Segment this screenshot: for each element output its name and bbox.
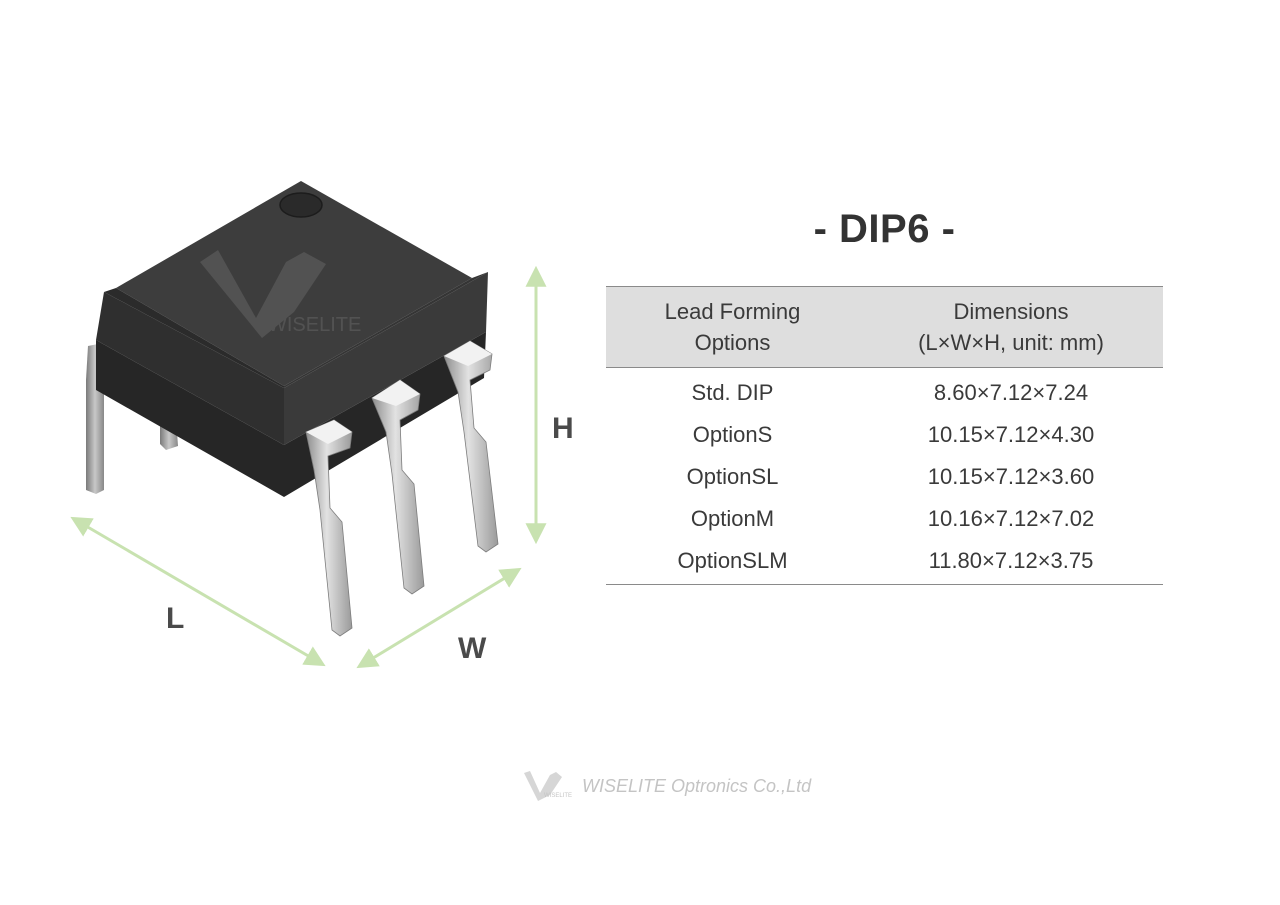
dimension-cell: 10.15×7.12×3.60	[927, 464, 1095, 489]
front-pin	[443, 340, 499, 553]
company-logo: WISELITE	[524, 771, 572, 801]
dimension-cell: 8.60×7.12×7.24	[933, 380, 1089, 405]
width-label: W	[458, 632, 487, 665]
header-lead-forming: Lead Forming Options	[606, 286, 859, 368]
dip6-package-drawing: WISELITE	[70, 181, 547, 669]
dimension-cell: 10.15×7.12×4.30	[927, 422, 1095, 447]
company-name: WISELITE Optronics Co.,Ltd	[582, 775, 812, 796]
width-arrow	[356, 567, 522, 669]
height-label: H	[552, 412, 574, 445]
pin1-indicator	[279, 192, 323, 218]
front-pin	[305, 419, 353, 637]
package-right-face	[284, 272, 488, 445]
table-row: Std. DIP 8.60×7.12×7.24	[606, 368, 1163, 415]
option-cell: OptionSLM	[606, 540, 859, 585]
package-left-face	[96, 292, 284, 445]
header-dimensions: Dimensions (L×W×H, unit: mm)	[859, 286, 1163, 368]
table-row: OptionSL 10.15×7.12×3.60	[606, 456, 1163, 498]
package-title: - DIP6 -	[813, 207, 956, 251]
option-cell: OptionSL	[686, 464, 779, 489]
watermark-logo: WISELITE	[200, 250, 361, 338]
option-cell: OptionS	[692, 422, 773, 447]
table-row: OptionSLM 11.80×7.12×3.75	[606, 540, 1163, 585]
component-illustration: WISELITE H L W	[0, 0, 620, 900]
option-cell: OptionM	[690, 506, 775, 531]
table-row: OptionM 10.16×7.12×7.02	[606, 498, 1163, 540]
length-arrow	[70, 516, 326, 667]
company-footer: WISELITE WISELITE Optronics Co.,Ltd	[520, 768, 811, 804]
table-header-row: Lead Forming Options Dimensions (L×W×H, …	[606, 286, 1163, 368]
package-top-face	[116, 181, 472, 386]
table-row: OptionS 10.15×7.12×4.30	[606, 414, 1163, 456]
length-label: L	[166, 602, 185, 635]
svg-text:WISELITE: WISELITE	[268, 314, 361, 336]
front-pin	[371, 379, 425, 595]
dimension-cell: 10.16×7.12×7.02	[927, 506, 1095, 531]
dimension-cell: 11.80×7.12×3.75	[859, 540, 1163, 585]
svg-text:WISELITE: WISELITE	[544, 793, 572, 799]
dimensions-table: Lead Forming Options Dimensions (L×W×H, …	[606, 286, 1163, 585]
option-cell: Std. DIP	[691, 380, 774, 405]
